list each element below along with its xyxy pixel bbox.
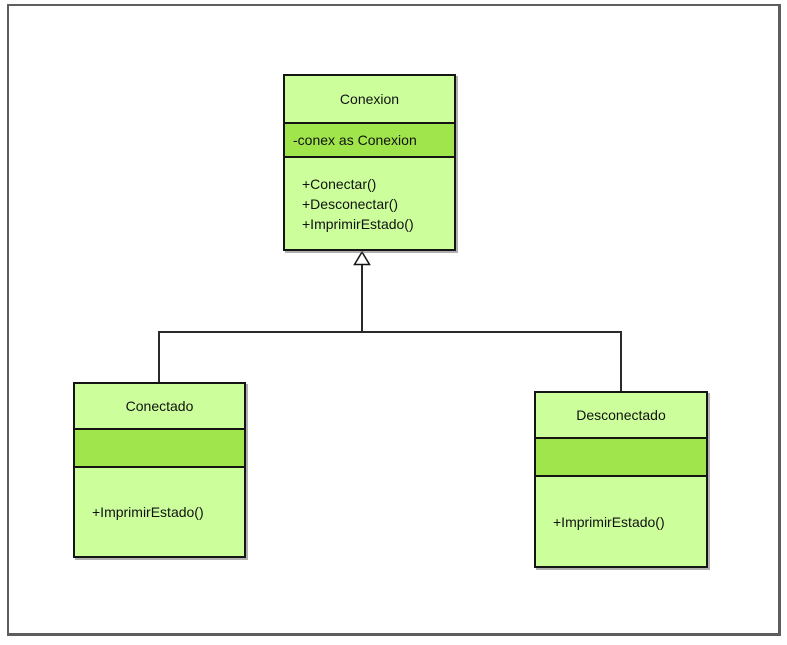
generalization-triangle-icon — [353, 251, 371, 266]
class-attributes-section — [536, 437, 706, 477]
generalization-line-conectado — [158, 331, 160, 382]
class-method: +Desconectar() — [302, 195, 399, 212]
class-box-conectado[interactable]: Conectado +ImprimirEstado() — [73, 382, 246, 558]
class-method: +ImprimirEstado() — [92, 504, 204, 520]
class-attributes-section — [75, 428, 244, 468]
generalization-line-trunk — [361, 263, 363, 333]
class-title: Desconectado — [576, 407, 666, 423]
generalization-line-desconectado — [620, 331, 622, 391]
class-attributes-section: -conex as Conexion — [285, 122, 454, 158]
class-methods-section: +ImprimirEstado() — [75, 468, 244, 556]
class-method: +ImprimirEstado() — [553, 513, 665, 530]
class-box-conexion[interactable]: Conexion -conex as Conexion +Conectar() … — [283, 74, 456, 251]
class-methods-section: +ImprimirEstado() — [536, 477, 706, 566]
class-method: +Conectar() — [302, 175, 377, 192]
generalization-line-horizontal — [158, 331, 622, 333]
class-method: +ImprimirEstado() — [302, 215, 414, 232]
class-title: Conectado — [125, 398, 194, 414]
class-methods-section: +Conectar() +Desconectar() +ImprimirEsta… — [285, 158, 454, 249]
class-box-desconectado[interactable]: Desconectado +ImprimirEstado() — [534, 391, 708, 568]
class-title: Conexion — [339, 91, 400, 107]
class-attribute: -conex as Conexion — [293, 132, 417, 148]
